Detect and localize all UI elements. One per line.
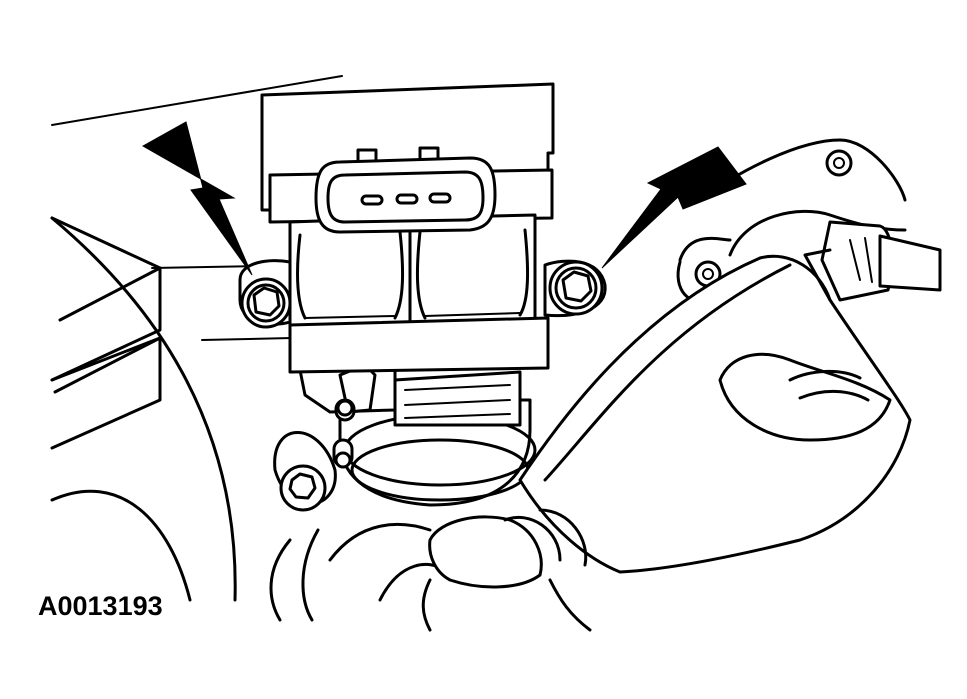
hex-bolt-icon [548,260,604,316]
background-edge-line [51,75,343,126]
throttle-body-lower [338,370,537,507]
hose-clamp [421,508,592,632]
lower-hoses [269,522,447,622]
arrow-pointer-icon [601,146,747,269]
vacuum-ports [298,363,397,469]
hex-bolt-icon [240,277,292,329]
background-edge-line [151,265,263,269]
electrical-connector-icon [314,146,497,234]
figure-label: A0013193 [38,591,163,621]
air-duct [518,248,912,574]
left-housing [50,216,237,602]
mounting-plate [273,431,337,512]
upper-tube [728,209,942,302]
solenoid-barrels [288,213,537,332]
background-edge-line [201,337,293,341]
arrow-pointer-icon [141,121,253,276]
